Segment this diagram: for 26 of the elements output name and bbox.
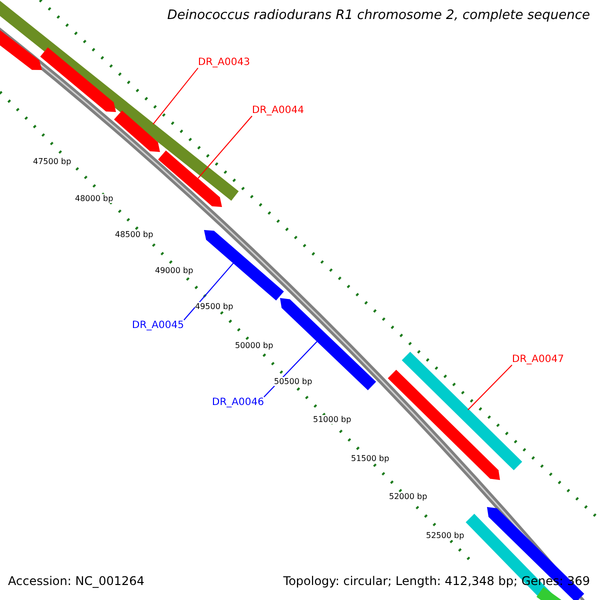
gene-label: DR_A0046 xyxy=(212,397,264,408)
gene-label: DR_A0043 xyxy=(198,57,250,68)
position-label: 52500 bp xyxy=(426,531,464,540)
gene-block xyxy=(40,47,116,112)
position-label: 49500 bp xyxy=(195,302,234,311)
title: Deinococcus radiodurans R1 chromosome 2, complete sequence xyxy=(167,8,590,23)
position-label: 48000 bp xyxy=(75,194,114,203)
gene-block xyxy=(388,370,500,480)
gene-block xyxy=(204,230,284,300)
position-label: 49000 bp xyxy=(155,266,194,275)
gene-label: DR_A0045 xyxy=(132,320,184,331)
gene-block xyxy=(158,150,222,207)
leader-line xyxy=(196,116,252,180)
leader-line xyxy=(467,364,512,410)
leader-line xyxy=(183,262,234,320)
gene-label: DR_A0044 xyxy=(252,105,304,116)
gene-block xyxy=(114,110,160,152)
accession-label: Accession: NC_001264 xyxy=(8,574,144,588)
position-label: 50500 bp xyxy=(274,377,312,386)
position-label: 52000 bp xyxy=(389,492,428,501)
position-label: 51500 bp xyxy=(351,454,390,463)
gene-label: DR_A0047 xyxy=(512,354,564,365)
position-label: 51000 bp xyxy=(313,415,352,424)
position-label: 47500 bp xyxy=(33,157,72,166)
leader-line xyxy=(152,68,198,125)
position-label: 48500 bp xyxy=(115,230,154,239)
